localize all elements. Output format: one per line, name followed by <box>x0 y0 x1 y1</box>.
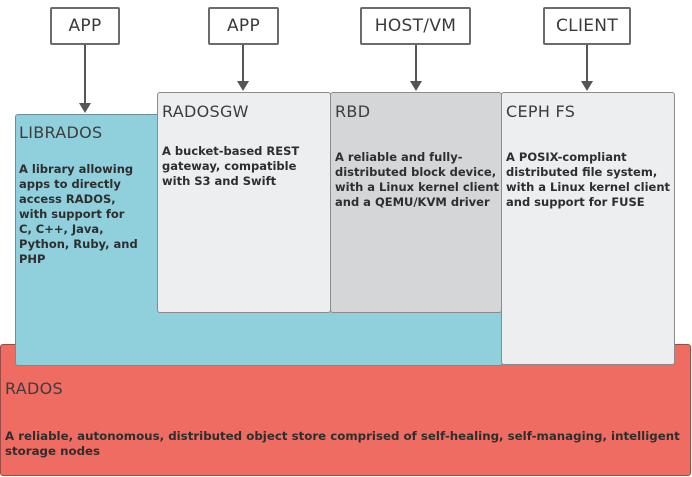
radosgw-panel: RADOSGW A bucket-based REST gateway, com… <box>157 92 331 313</box>
librados-title: LIBRADOS <box>19 123 103 142</box>
rados-description: A reliable, autonomous, distributed obje… <box>5 429 680 458</box>
radosgw-description: A bucket-based REST gateway, compatible … <box>162 144 300 188</box>
client-box-client: CLIENT <box>543 7 631 45</box>
client-box-app-2: APP <box>208 7 279 45</box>
arrow-head-radosgw <box>237 81 249 91</box>
arrow-line-cephfs <box>586 45 588 81</box>
rbd-panel: RBD A reliable and fully-distributed blo… <box>330 92 502 313</box>
client-box-host-vm: HOST/VM <box>360 7 471 45</box>
radosgw-title: RADOSGW <box>162 102 249 121</box>
arrow-line-radosgw <box>242 45 244 81</box>
rbd-title: RBD <box>335 102 371 121</box>
cephfs-title: CEPH FS <box>506 102 576 121</box>
client-box-app-1: APP <box>50 7 120 45</box>
cephfs-description: A POSIX-compliant distributed file syste… <box>506 150 671 209</box>
rados-layer: RADOS A reliable, autonomous, distribute… <box>0 344 691 476</box>
arrow-line-librados <box>84 45 86 103</box>
rados-title: RADOS <box>5 379 63 398</box>
arrow-head-rbd <box>410 81 422 91</box>
cephfs-panel: CEPH FS A POSIX-compliant distributed fi… <box>501 92 675 365</box>
arrow-line-rbd <box>415 45 417 81</box>
rbd-description: A reliable and fully-distributed block d… <box>335 150 500 209</box>
librados-description: A library allowing apps to directly acce… <box>19 162 138 266</box>
arrow-head-cephfs <box>581 81 593 91</box>
arrow-head-librados <box>79 103 91 113</box>
